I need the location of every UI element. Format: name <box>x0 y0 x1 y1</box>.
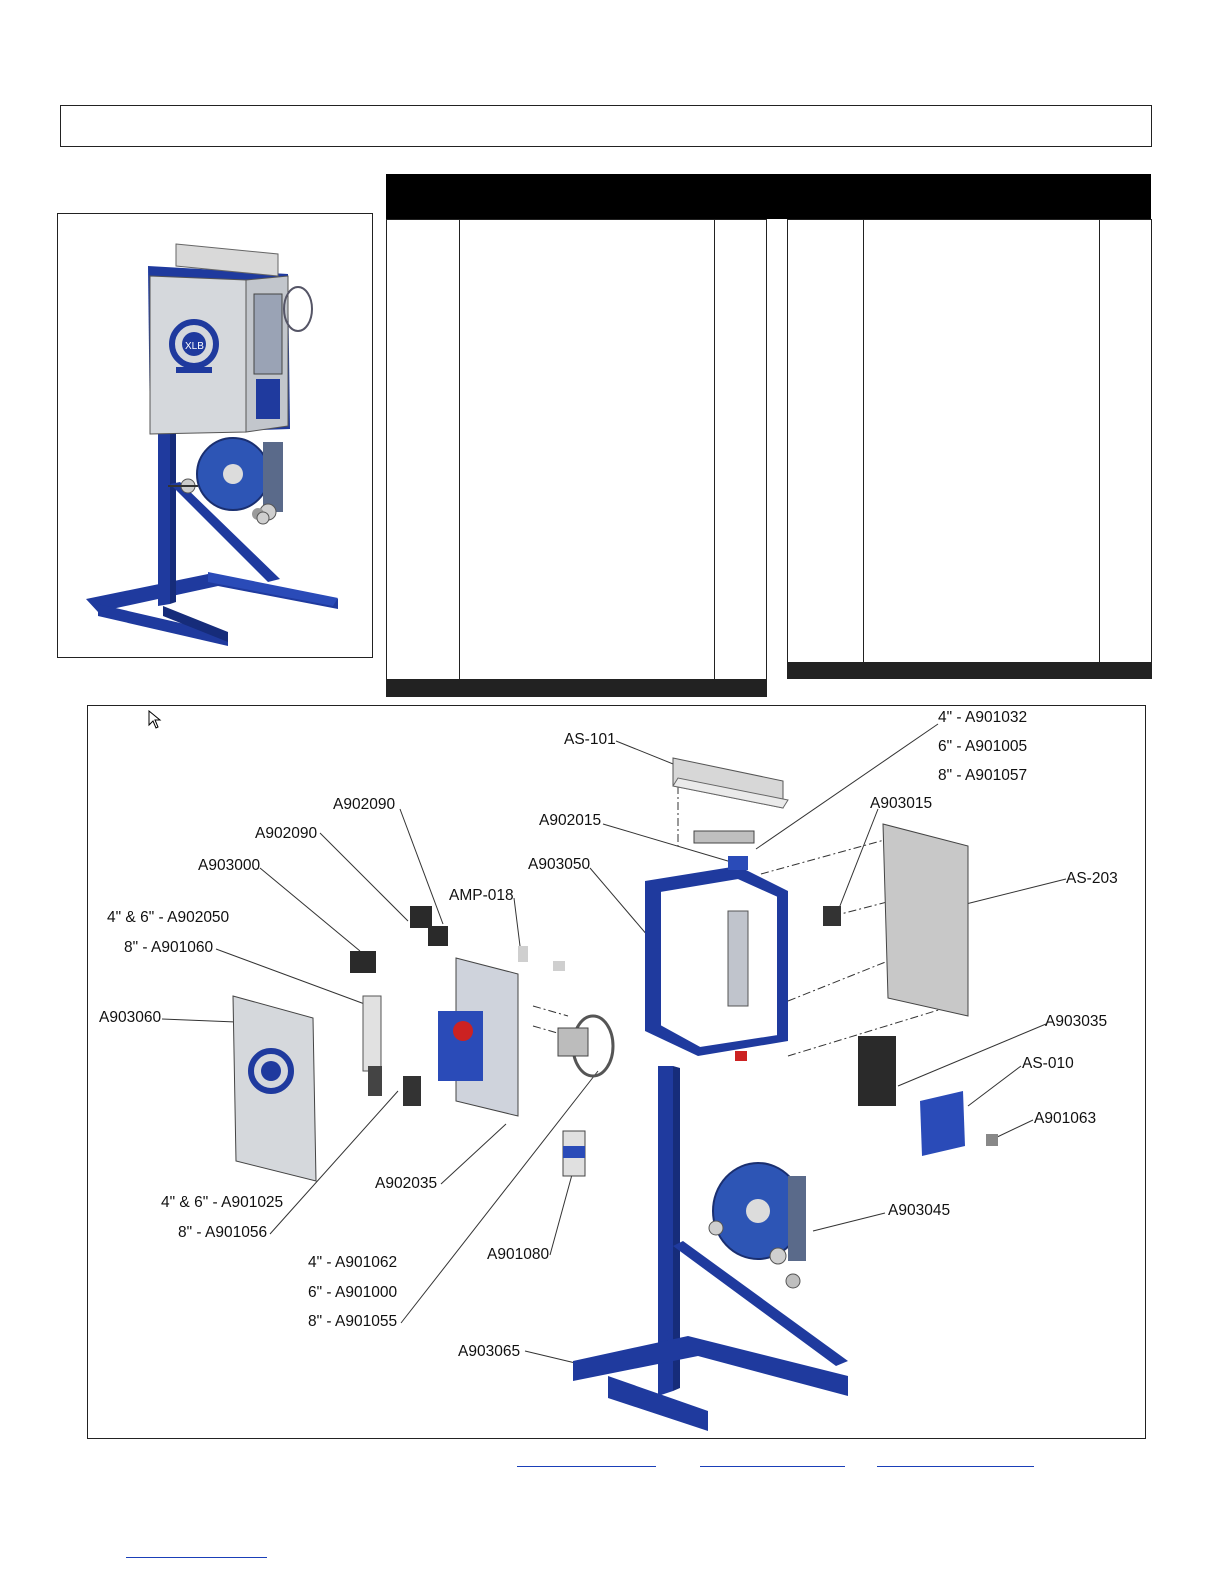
callout-a903015: A903015 <box>870 795 933 812</box>
callout-a902050: 4" & 6" - A902050 <box>107 909 230 926</box>
mouse-cursor-icon <box>148 710 162 729</box>
parts-list-header <box>386 174 1151 219</box>
callout-a901025: 4" & 6" - A901025 <box>161 1194 284 1211</box>
callout-a903045: A903045 <box>888 1202 951 1219</box>
callout-amp-018: AMP-018 <box>449 887 514 904</box>
callout-a902090-upper: A902090 <box>333 796 396 813</box>
parts-table-row <box>787 677 1152 679</box>
assembled-machine-illustration: XLB <box>86 243 338 646</box>
parts-table-row <box>787 219 1152 663</box>
callout-as-010: AS-010 <box>1022 1055 1074 1072</box>
parts-table-row <box>386 219 767 680</box>
parts-table-cell <box>1099 219 1152 663</box>
title-box <box>60 105 1152 147</box>
callout-a901005: 6" - A901005 <box>938 738 1028 755</box>
footer-link-4[interactable] <box>126 1557 267 1558</box>
callout-a901055: 8" - A901055 <box>308 1313 398 1330</box>
callout-a903050: A903050 <box>528 856 591 873</box>
parts-table-row <box>386 695 767 697</box>
parts-table-cell <box>787 677 864 679</box>
parts-table-cell <box>459 695 715 697</box>
footer-link-3[interactable] <box>877 1466 1034 1467</box>
parts-table-cell <box>459 219 715 680</box>
callout-a901032: 4" - A901032 <box>938 709 1028 726</box>
callout-as-101: AS-101 <box>564 731 616 748</box>
callout-as-203: AS-203 <box>1066 870 1118 887</box>
callout-a901062: 4" - A901062 <box>308 1254 398 1271</box>
assembled-machine-thumbnail: XLB <box>57 213 373 658</box>
callout-a902090-lower: A902090 <box>255 825 318 842</box>
callout-a901060: 8" - A901060 <box>124 939 214 956</box>
footer-link-1[interactable] <box>517 1466 656 1467</box>
parts-table-cell <box>386 695 460 697</box>
callout-a902035: A902035 <box>375 1175 438 1192</box>
callout-a903035: A903035 <box>1045 1013 1108 1030</box>
callout-a902015: A902015 <box>539 812 602 829</box>
callout-a901080: A901080 <box>487 1246 550 1263</box>
parts-table-cell <box>787 219 864 663</box>
callout-a903065: A903065 <box>458 1343 521 1360</box>
callout-a901056: 8" - A901056 <box>178 1224 268 1241</box>
exploded-view-illustration <box>161 723 1067 1431</box>
callout-a903000: A903000 <box>198 857 261 874</box>
parts-table-cell <box>714 219 767 680</box>
parts-table-left <box>386 219 767 697</box>
exploded-view-diagram: AS-101 4" - A901032 6" - A901005 8" - A9… <box>87 705 1146 1439</box>
callout-a903060: A903060 <box>99 1009 162 1026</box>
thumbnail-logo-text: XLB <box>185 341 204 352</box>
footer-link-2[interactable] <box>700 1466 845 1467</box>
parts-table-cell <box>863 677 1100 679</box>
parts-table-cell <box>386 219 460 680</box>
callout-a901000: 6" - A901000 <box>308 1284 398 1301</box>
parts-table-cell <box>863 219 1100 663</box>
parts-table-cell <box>1099 677 1152 679</box>
callout-a901057: 8" - A901057 <box>938 767 1028 784</box>
parts-table-cell <box>714 695 767 697</box>
callout-a901063: A901063 <box>1034 1110 1097 1127</box>
parts-table-right <box>787 219 1152 679</box>
